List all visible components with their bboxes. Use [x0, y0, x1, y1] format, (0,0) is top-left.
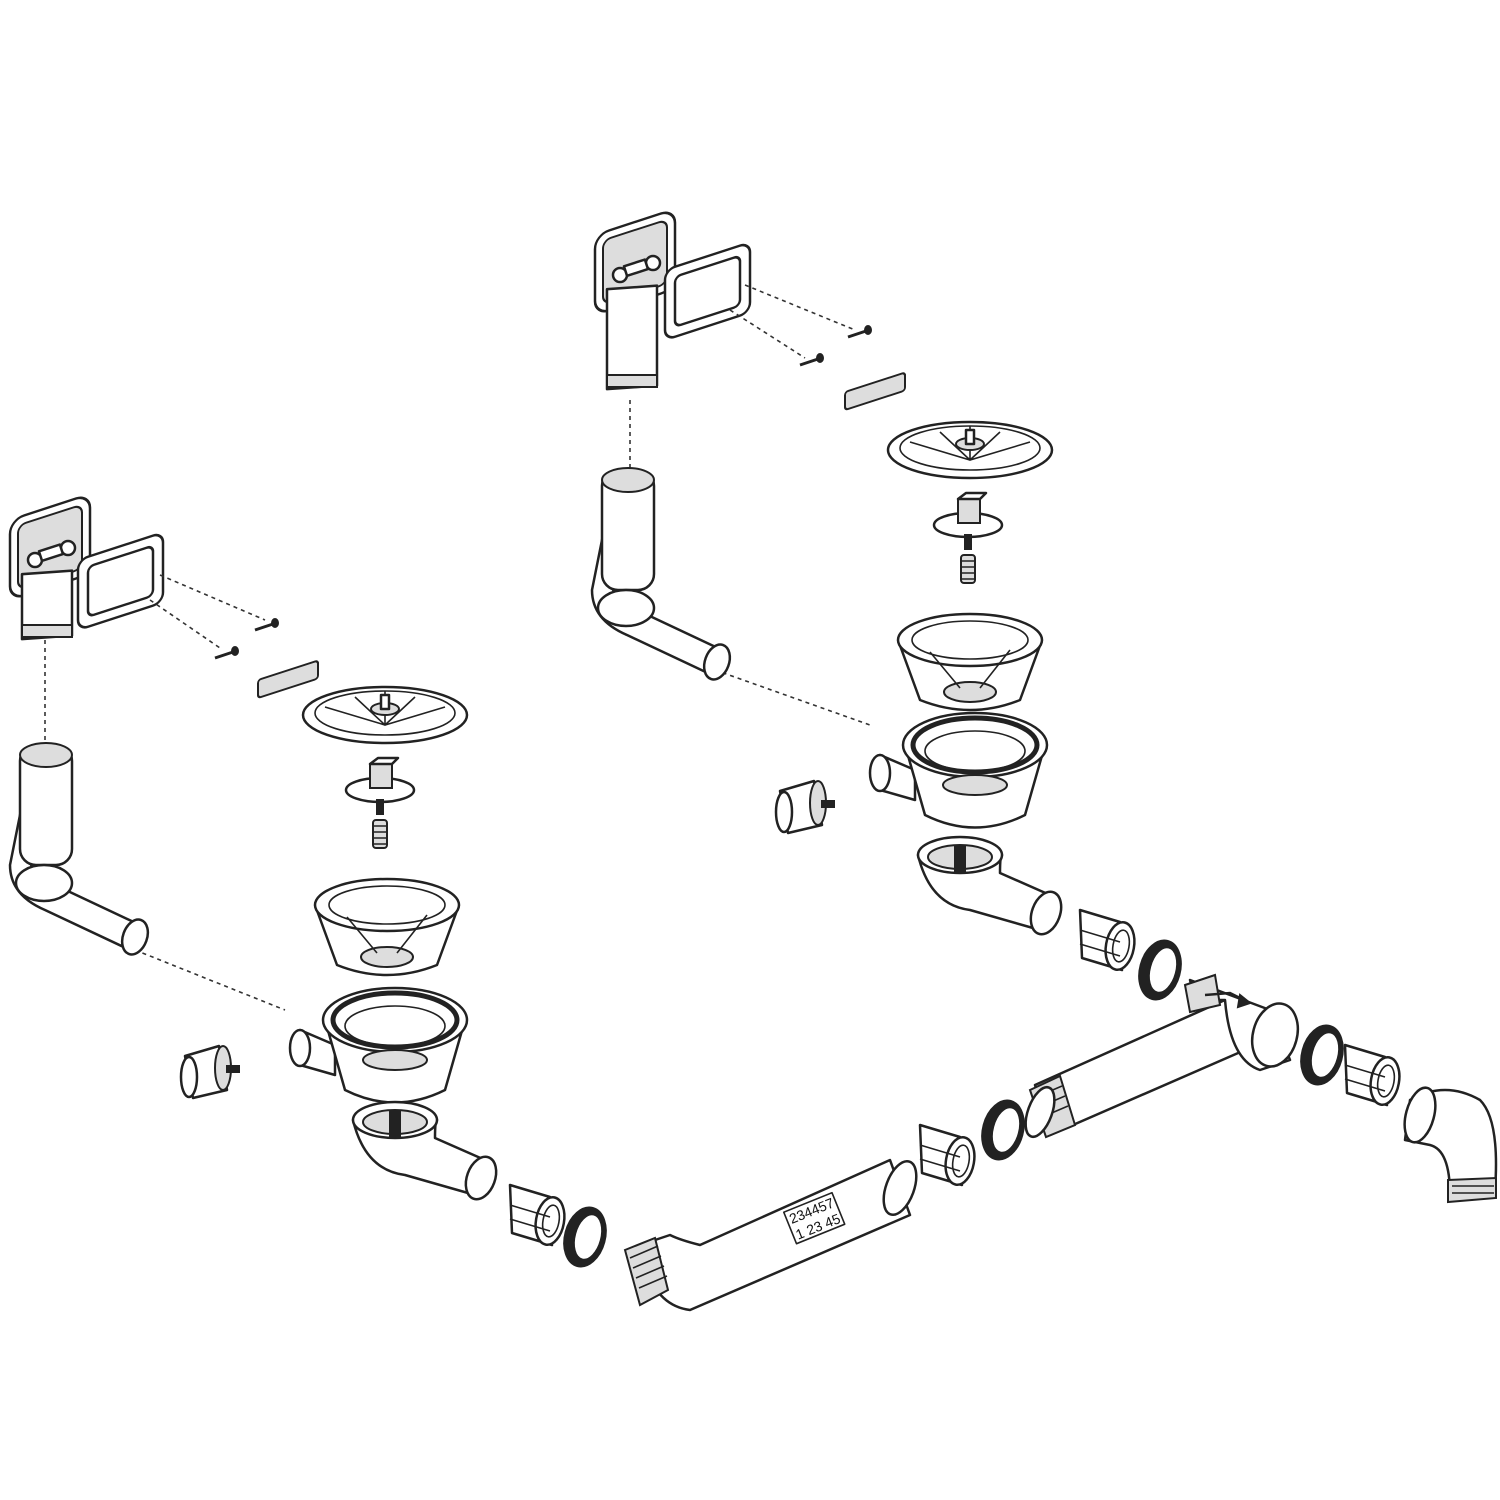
- straight-connecting-pipe: [1024, 998, 1247, 1139]
- left-screw-upper: [253, 617, 280, 632]
- right-sink-body: [870, 713, 1047, 828]
- left-union-nut: [508, 1183, 570, 1249]
- upper-union-nut: [1078, 908, 1140, 974]
- right-gasket-frame: [663, 241, 752, 342]
- right-overflow-plate: [593, 207, 677, 391]
- right-outlet: [916, 835, 1068, 940]
- right-overflow-tube: [590, 466, 736, 685]
- right-screw-upper: [846, 324, 873, 339]
- right-plug: [774, 779, 836, 835]
- right-stopper-mechanism: [932, 491, 1004, 585]
- right-screw-lower: [798, 352, 825, 367]
- left-strainer-cover: [301, 685, 469, 745]
- outlet-elbow: [1403, 1086, 1498, 1204]
- left-overflow-assembly: [8, 492, 503, 1205]
- middle-union-nut: [918, 1123, 980, 1189]
- left-strainer-basket: [313, 877, 461, 977]
- left-plug: [179, 1044, 241, 1100]
- right-seal-ring: [1293, 1019, 1351, 1091]
- left-seal-ring: [556, 1201, 614, 1273]
- upper-seal-ring: [1131, 934, 1189, 1006]
- left-stopper-mechanism: [344, 756, 416, 850]
- left-screw-guide-lines: [44, 574, 286, 1011]
- right-overflow-assembly: [590, 207, 1068, 940]
- left-outlet: [351, 1100, 503, 1205]
- tee-junction: [1183, 973, 1300, 1072]
- left-logo-plate: [257, 659, 319, 699]
- right-screw-guide-lines: [629, 284, 871, 726]
- right-strainer-basket: [896, 612, 1044, 712]
- right-strainer-cover: [886, 420, 1054, 480]
- bent-connecting-pipe: 234457 1 23 45: [623, 1158, 918, 1312]
- right-union-nut: [1343, 1043, 1405, 1109]
- left-sink-body: [290, 988, 467, 1103]
- left-screw-lower: [213, 645, 240, 660]
- right-logo-plate: [844, 371, 906, 411]
- drain-pipework: 234457 1 23 45: [508, 908, 1498, 1312]
- left-overflow-plate: [8, 492, 92, 641]
- left-overflow-tube: [8, 741, 154, 960]
- middle-seal-ring: [974, 1094, 1032, 1166]
